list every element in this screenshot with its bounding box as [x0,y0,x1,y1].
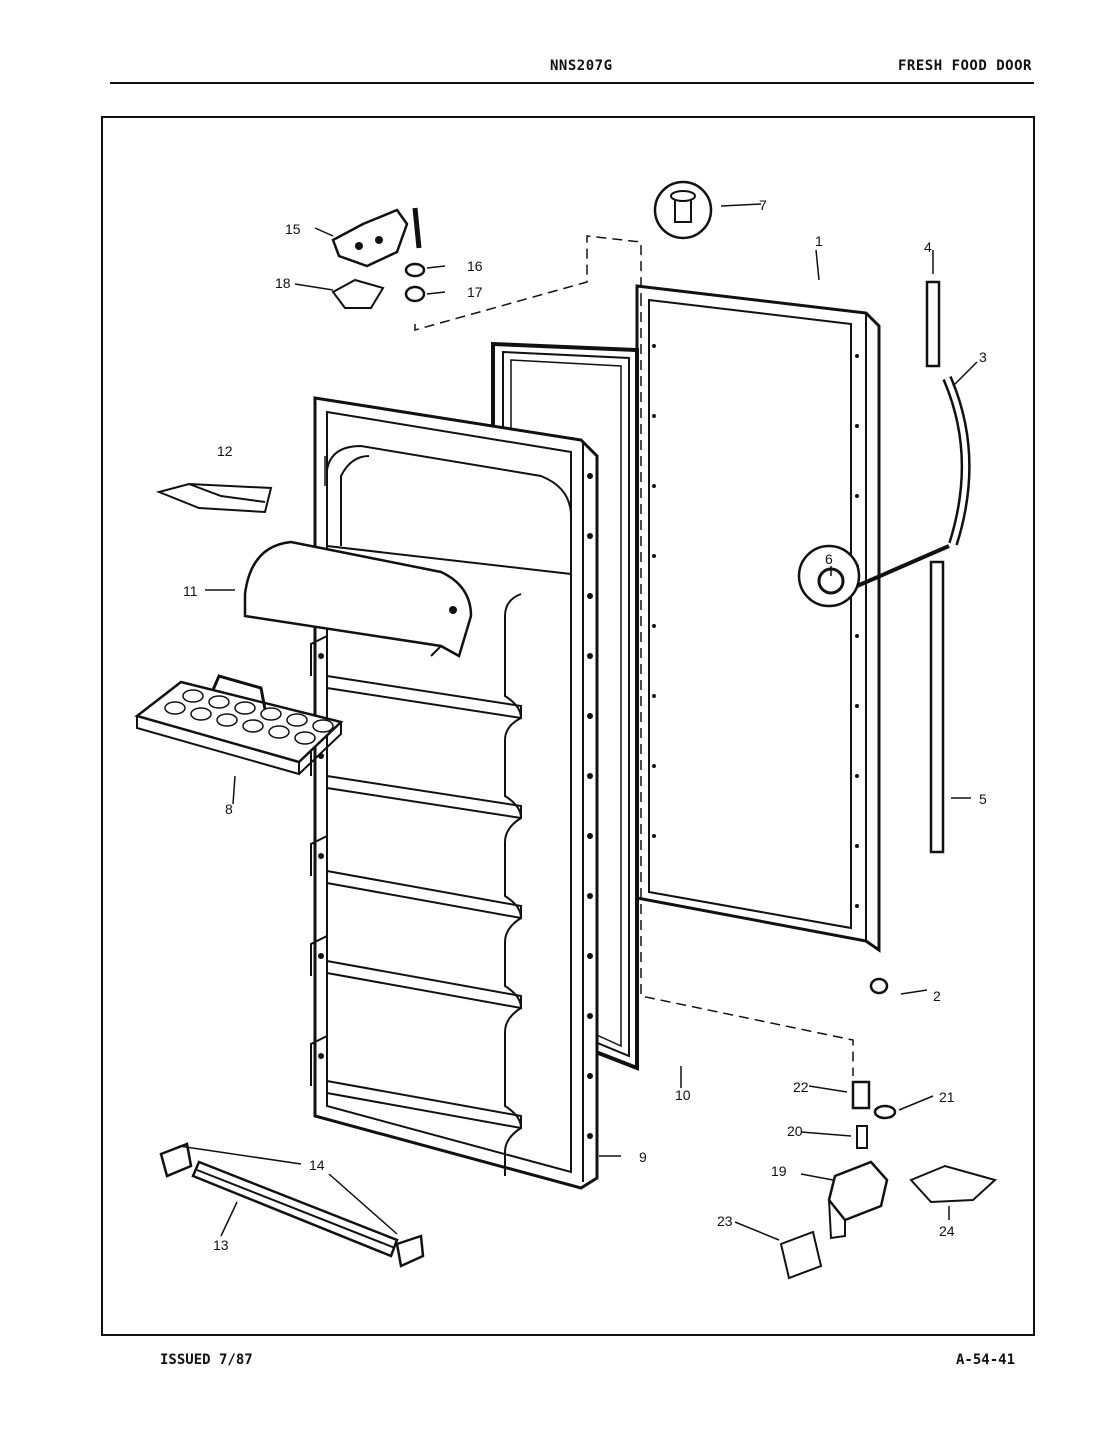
egg-tray [134,674,344,776]
handle-trim-lower [929,560,945,854]
handle-trim-upper [925,280,941,368]
handle-screw-cap [797,544,950,608]
callout-13: 13 [213,1237,229,1253]
shelf-bar [191,1160,399,1258]
page-code: A-54-41 [956,1352,1016,1368]
callout-6: 6 [825,551,833,567]
door-liner [310,396,599,1190]
leader-lines [178,203,978,1241]
callout-12: 12 [217,443,233,459]
callout-4: 4 [924,239,932,255]
header-rule [110,82,1034,84]
callout-14: 14 [309,1157,325,1173]
butter-tray [155,482,273,514]
top-hinge [331,207,422,268]
bottom-hinge [827,1160,889,1240]
model-number: NNS207G [550,58,613,74]
diagram-frame [101,116,1035,1336]
hinge-nut [404,285,426,303]
callout-21: 21 [939,1089,955,1105]
callout-19: 19 [771,1163,787,1179]
callout-11: 11 [183,583,198,599]
callout-3: 3 [979,349,987,365]
section-title: FRESH FOOD DOOR [898,58,1032,74]
callout-2: 2 [933,988,941,1004]
hinge-bushing-lower [851,1080,871,1110]
callout-23: 23 [717,1213,733,1229]
callout-22: 22 [793,1079,809,1095]
outer-door-panel [635,284,881,953]
callout-20: 20 [787,1123,803,1139]
callout-18: 18 [275,275,291,291]
callout-24: 24 [939,1223,955,1239]
callout-17: 17 [467,284,483,300]
hinge-washer-lower [873,1104,897,1120]
hinge-shim [331,278,385,309]
callout-labels: 1 2 3 4 5 6 7 8 9 10 11 12 13 14 15 16 1… [183,197,987,1253]
dairy-door [243,540,473,658]
callout-8: 8 [225,801,233,817]
callout-9: 9 [639,1149,647,1165]
door-handle [942,376,971,546]
door-stop [779,1230,823,1280]
callout-7: 7 [759,197,767,213]
callout-1: 1 [815,233,823,249]
hinge-washer [404,262,426,278]
hinge-shim-lower [909,1164,998,1204]
callout-16: 16 [467,258,483,274]
callout-5: 5 [979,791,987,807]
alignment-lines [414,235,854,1076]
hinge-bushing [653,180,713,240]
callout-15: 15 [285,221,301,237]
issued-date: ISSUED 7/87 [160,1352,253,1368]
callout-10: 10 [675,1087,691,1103]
shelf-bar-end-cap [159,1142,425,1268]
hinge-pin [856,1125,868,1149]
exploded-parts-diagram: 1 2 3 4 5 6 7 8 9 10 11 12 13 14 15 16 1… [134,180,998,1280]
plug [869,977,889,995]
